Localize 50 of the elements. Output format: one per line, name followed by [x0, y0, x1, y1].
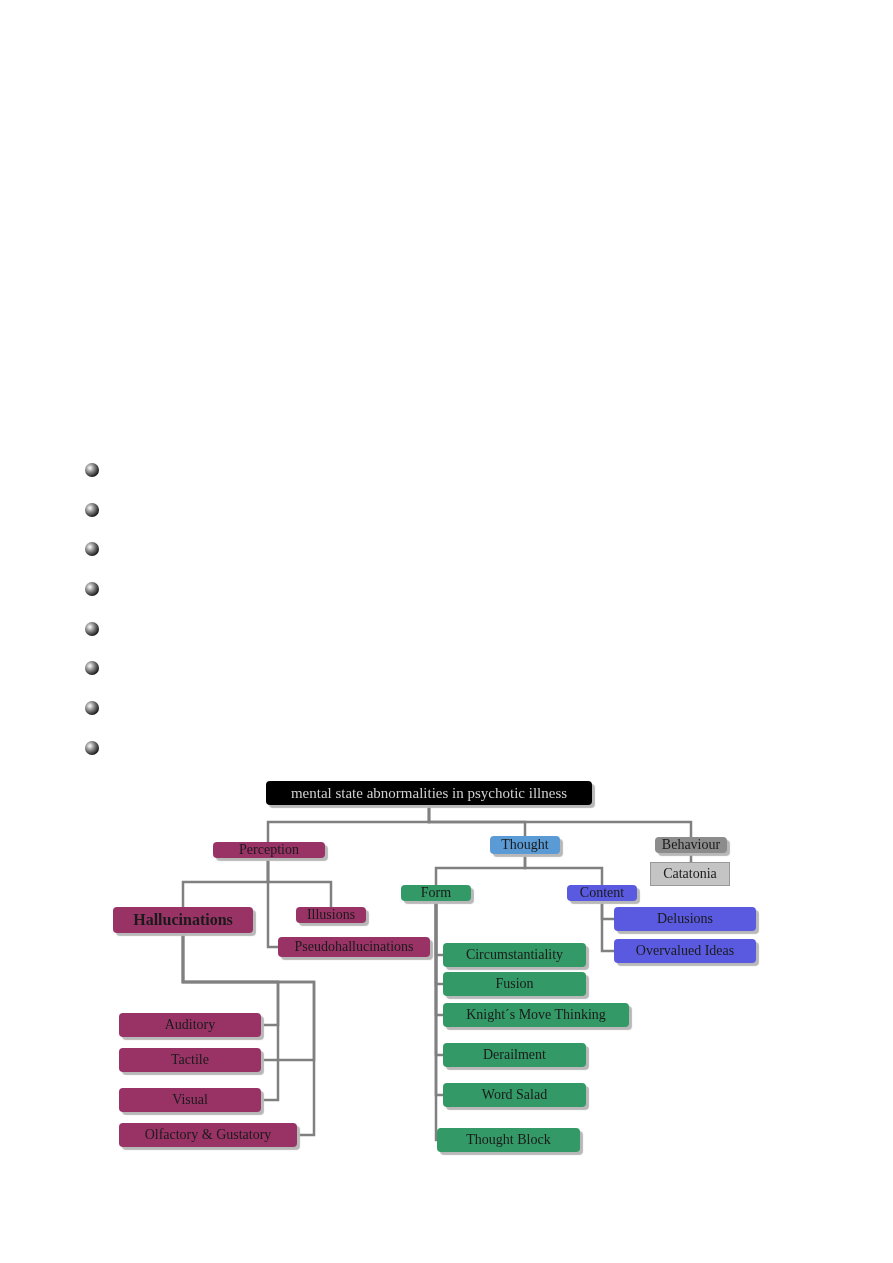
connector-line — [427, 805, 693, 837]
node-label: Word Salad — [481, 1088, 548, 1102]
category-box — [443, 943, 586, 967]
node-label: Thought — [501, 838, 549, 852]
root-box — [266, 781, 592, 805]
node-label: Olfactory & Gustatory — [144, 1128, 272, 1142]
category-box — [655, 837, 727, 853]
node-label: Illusions — [306, 908, 356, 922]
node-label: Knight´s Move Thinking — [466, 1008, 606, 1022]
node-label: Circumstantiality — [465, 948, 564, 962]
connector-line — [181, 933, 316, 1137]
category-box — [443, 1083, 586, 1107]
node-label: Visual — [172, 1093, 208, 1107]
category-box — [437, 1128, 580, 1152]
category-box — [567, 885, 637, 901]
node-label: Fusion — [495, 977, 534, 991]
node-label: Auditory — [164, 1018, 216, 1032]
category-box — [278, 937, 430, 957]
node-label: Content — [579, 886, 625, 900]
node-label: mental state abnormalities in psychotic illness — [290, 785, 568, 801]
node-label: Behaviour — [661, 838, 721, 852]
category-box — [296, 907, 366, 923]
category-box — [443, 1003, 629, 1027]
node-label: Hallucinations — [133, 912, 233, 928]
category-box — [119, 1088, 261, 1112]
connector-line — [434, 901, 439, 1142]
connector-line — [266, 858, 278, 949]
category-box — [119, 1013, 261, 1037]
node-label: Form — [420, 886, 452, 900]
connector-line — [600, 901, 614, 953]
category-box — [119, 1123, 297, 1147]
node-label: Tactile — [171, 1053, 209, 1067]
category-box — [113, 907, 253, 933]
category-box — [213, 842, 325, 858]
node-label: Catatonia — [663, 867, 717, 881]
connector-line — [523, 854, 604, 885]
node-label: Derailment — [483, 1048, 546, 1062]
node-label: Delusions — [657, 912, 713, 926]
node-label: Overvalued Ideas — [635, 944, 735, 958]
category-box — [614, 907, 756, 931]
leaf-box — [650, 862, 730, 886]
category-box — [401, 885, 471, 901]
node-label: Pseudohallucinations — [294, 940, 414, 954]
category-box — [490, 836, 560, 854]
node-label: Thought Block — [466, 1133, 551, 1147]
category-box — [614, 939, 756, 963]
category-box — [443, 972, 586, 996]
category-box — [443, 1043, 586, 1067]
category-box — [119, 1048, 261, 1072]
node-label: Perception — [239, 843, 299, 857]
